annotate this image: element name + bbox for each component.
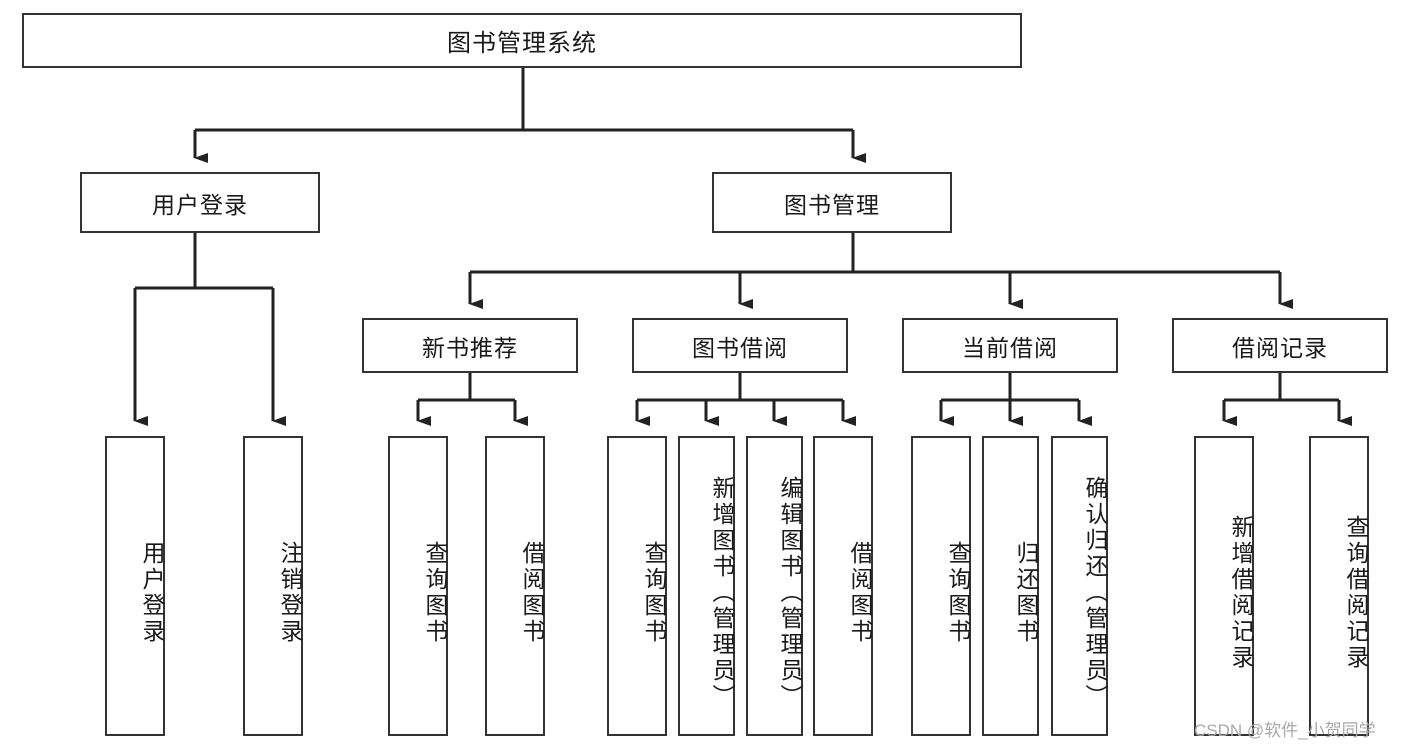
node-leaf-add-record-label: 新增借阅记录: [1228, 515, 1254, 671]
node-leaf-query-record-label: 查询借阅记录: [1343, 515, 1369, 671]
node-user-login[interactable]: 用户登录: [80, 172, 320, 233]
node-leaf-borrow-book-1-label: 借阅图书: [519, 541, 545, 645]
node-borrow-record[interactable]: 借阅记录: [1172, 318, 1388, 373]
node-leaf-user-login-label: 用户登录: [139, 541, 165, 645]
node-book-management-label: 图书管理: [784, 191, 880, 218]
node-current-borrow-label: 当前借阅: [962, 334, 1058, 361]
node-current-borrow[interactable]: 当前借阅: [902, 318, 1118, 373]
node-leaf-query-book-1-label: 查询图书: [422, 541, 448, 645]
node-leaf-confirm-return-label: 确认归还（管理员）: [1082, 476, 1108, 710]
node-new-book-recommend-label: 新书推荐: [422, 334, 518, 361]
node-new-book-recommend[interactable]: 新书推荐: [362, 318, 578, 373]
node-leaf-query-book-3[interactable]: 查询图书: [911, 436, 971, 736]
node-leaf-borrow-book-2-label: 借阅图书: [847, 541, 873, 645]
node-leaf-query-book-3-label: 查询图书: [945, 541, 971, 645]
csdn-watermark: CSDN @软件_小贺同学: [1194, 721, 1376, 740]
node-leaf-return-book-label: 归还图书: [1013, 541, 1039, 645]
node-leaf-query-book-1[interactable]: 查询图书: [388, 436, 448, 736]
node-book-borrow-label: 图书借阅: [692, 334, 788, 361]
node-user-login-label: 用户登录: [152, 191, 248, 218]
node-leaf-query-record[interactable]: 查询借阅记录: [1309, 436, 1369, 736]
node-leaf-add-book[interactable]: 新增图书（管理员）: [678, 436, 735, 736]
node-borrow-record-label: 借阅记录: [1232, 334, 1328, 361]
node-leaf-query-book-2[interactable]: 查询图书: [607, 436, 667, 736]
node-leaf-borrow-book-2[interactable]: 借阅图书: [813, 436, 873, 736]
node-leaf-return-book[interactable]: 归还图书: [982, 436, 1039, 736]
node-leaf-user-logout[interactable]: 注销登录: [243, 436, 303, 736]
node-book-borrow[interactable]: 图书借阅: [632, 318, 848, 373]
node-leaf-edit-book-label: 编辑图书（管理员）: [777, 476, 803, 710]
node-leaf-borrow-book-1[interactable]: 借阅图书: [485, 436, 545, 736]
node-leaf-user-logout-label: 注销登录: [277, 541, 303, 645]
node-leaf-query-book-2-label: 查询图书: [641, 541, 667, 645]
node-leaf-confirm-return[interactable]: 确认归还（管理员）: [1051, 436, 1108, 736]
node-book-management[interactable]: 图书管理: [712, 172, 952, 233]
node-leaf-edit-book[interactable]: 编辑图书（管理员）: [746, 436, 803, 736]
node-leaf-add-record[interactable]: 新增借阅记录: [1194, 436, 1254, 736]
node-leaf-add-book-label: 新增图书（管理员）: [709, 476, 735, 710]
node-leaf-user-login[interactable]: 用户登录: [105, 436, 165, 736]
node-root-label: 图书管理系统: [447, 30, 597, 57]
node-root[interactable]: 图书管理系统: [22, 13, 1022, 68]
